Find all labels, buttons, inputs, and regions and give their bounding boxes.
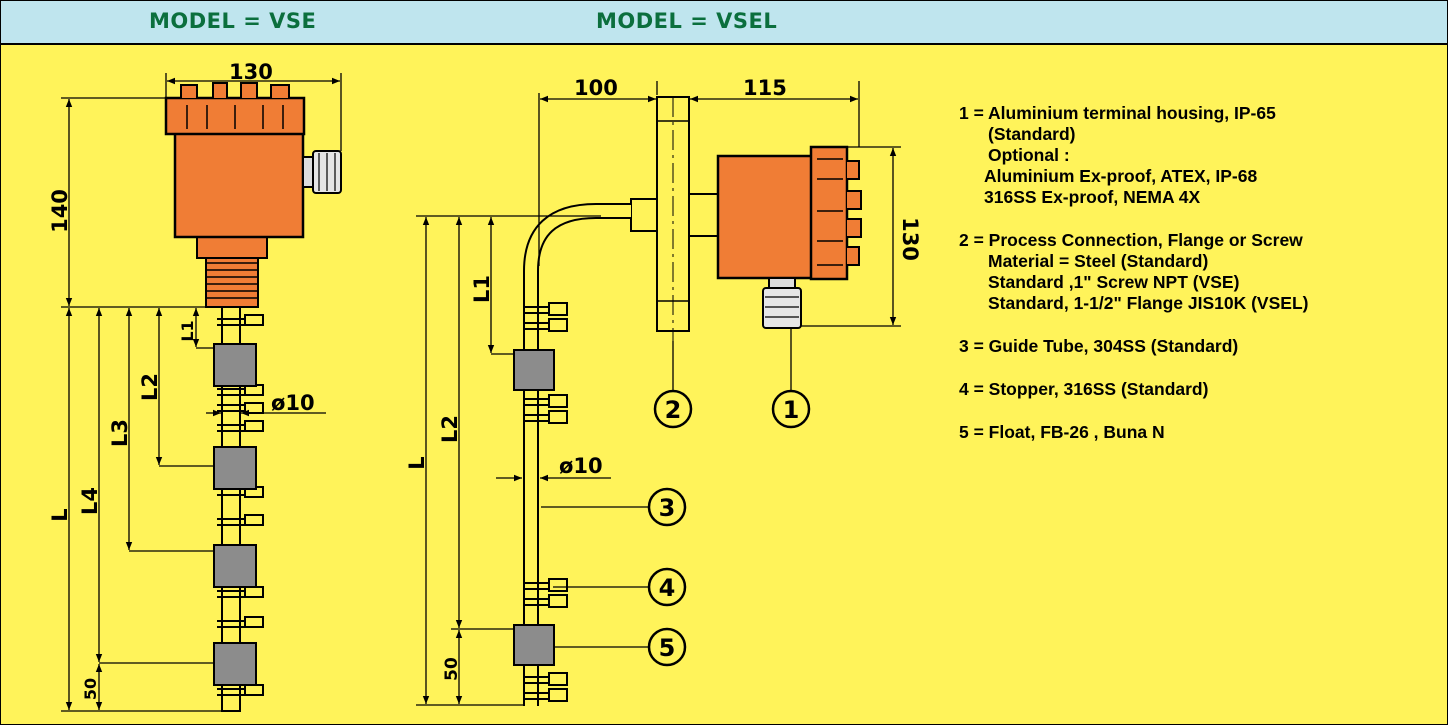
- model-vse-title: MODEL = VSE: [149, 9, 317, 33]
- balloon-4-label: 4: [659, 574, 676, 602]
- vsel-stub-left: [630, 198, 658, 232]
- balloon-3-label: 3: [659, 494, 676, 522]
- balloon-2-label: 2: [665, 396, 682, 424]
- vse-dim-l2: L2: [138, 373, 162, 401]
- vsel-dim-50: 50: [442, 657, 462, 681]
- balloon-5: 5: [647, 627, 687, 667]
- vsel-float-lower: [513, 624, 555, 666]
- balloon-4: 4: [647, 567, 687, 607]
- legend-item-4-lead: 4 = Stopper, 316SS (Standard): [959, 379, 1209, 399]
- legend-item-3-lead: 3 = Guide Tube, 304SS (Standard): [959, 336, 1239, 356]
- legend-item-2-line: Standard ,1" Screw NPT (VSE): [988, 272, 1240, 292]
- vse-dim-l3: L3: [108, 419, 132, 447]
- legend-item-1-line: 316SS Ex-proof, NEMA 4X: [984, 187, 1201, 207]
- vse-float-1: [213, 343, 257, 387]
- balloon-5-label: 5: [659, 634, 676, 662]
- balloon-1: 1: [771, 389, 811, 429]
- legend-item-1: 1 = Aluminium terminal housing, IP-65 (S…: [959, 103, 1439, 208]
- vsel-dim-100: 100: [574, 76, 618, 100]
- legend-item-2-line: Standard, 1-1/2" Flange JIS10K (VSEL): [988, 293, 1309, 313]
- vse-housing-lid: [164, 82, 306, 136]
- balloon-3: 3: [647, 487, 687, 527]
- legend-item-5-lead: 5 = Float, FB-26 , Buna N: [959, 422, 1165, 442]
- vsel-housing-lid: [809, 145, 862, 281]
- vsel-stub-right: [688, 193, 720, 237]
- model-vsel-title: MODEL = VSEL: [596, 9, 778, 33]
- vsel-cable-gland: [762, 277, 802, 329]
- vsel-stoppers: [523, 302, 568, 702]
- legend-item-1-line: (Standard): [988, 124, 1076, 144]
- vse-sensor: [164, 82, 342, 712]
- vsel-dimensions: [416, 81, 901, 706]
- vsel-dim-l2: L2: [438, 415, 462, 443]
- vsel-dim-l: L: [405, 456, 429, 469]
- vsel-guide-tube: [525, 205, 631, 706]
- vse-stoppers: [217, 314, 264, 696]
- vse-dim-140: 140: [48, 189, 72, 233]
- legend-item-1-line: Optional :: [988, 145, 1070, 165]
- legend-item-1-lead: 1 = Aluminium terminal housing, IP-65: [959, 103, 1276, 123]
- vse-screw-thread: [205, 256, 259, 308]
- vsel-terminal-housing: [716, 154, 814, 280]
- balloon-1-label: 1: [783, 396, 800, 424]
- vsel-dim-l1: L1: [470, 275, 494, 303]
- legend-item-5: 5 = Float, FB-26 , Buna N: [959, 422, 1439, 443]
- vse-float-4: [213, 642, 257, 686]
- vse-dim-50: 50: [81, 678, 100, 700]
- model-header-bar: MODEL = VSE MODEL = VSEL: [1, 1, 1447, 45]
- vse-dimensions: [61, 73, 342, 712]
- vsel-float-upper: [513, 349, 555, 391]
- legend-item-4: 4 = Stopper, 316SS (Standard): [959, 379, 1439, 400]
- vse-dim-l4: L4: [78, 487, 102, 515]
- vse-hex-nut: [196, 234, 268, 259]
- vse-terminal-housing: [173, 131, 305, 239]
- vse-dim-l1: L1: [178, 320, 197, 341]
- legend-item-2: 2 = Process Connection, Flange or Screw …: [959, 230, 1439, 314]
- parts-legend: 1 = Aluminium terminal housing, IP-65 (S…: [959, 103, 1439, 465]
- vsel-dim-130: 130: [898, 217, 922, 261]
- legend-item-1-line: Aluminium Ex-proof, ATEX, IP-68: [984, 166, 1258, 186]
- vsel-dim-115: 115: [743, 76, 787, 100]
- vsel-dim-dia10: ø10: [559, 454, 603, 478]
- vse-cable-gland: [302, 150, 342, 194]
- balloon-2: 2: [653, 389, 693, 429]
- legend-item-3: 3 = Guide Tube, 304SS (Standard): [959, 336, 1439, 357]
- vse-dim-l: L: [48, 508, 72, 521]
- legend-item-2-lead: 2 = Process Connection, Flange or Screw: [959, 230, 1303, 250]
- vse-float-2: [213, 446, 257, 490]
- vse-float-3: [213, 544, 257, 588]
- vse-dim-130: 130: [229, 60, 273, 84]
- legend-item-2-line: Material = Steel (Standard): [988, 251, 1209, 271]
- vse-dim-dia10: ø10: [271, 391, 315, 415]
- vsel-sensor: [513, 96, 862, 706]
